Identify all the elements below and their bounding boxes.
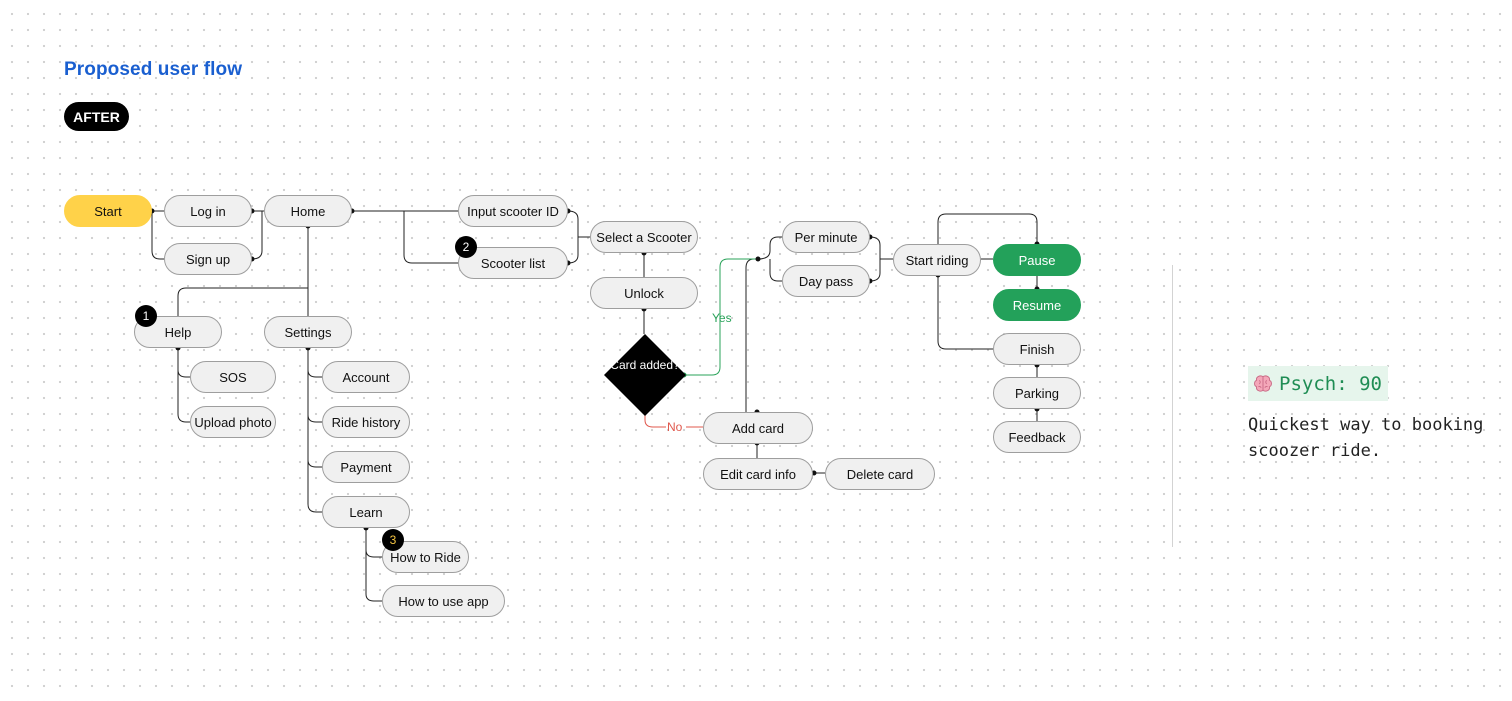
step-marker-3: 3 (382, 529, 404, 551)
note-description: Quickest way to booking scoozer ride. (1248, 415, 1484, 461)
brain-icon (1254, 374, 1272, 392)
node-pause[interactable]: Pause (993, 244, 1081, 276)
after-badge: AFTER (64, 102, 129, 131)
node-start[interactable]: Start (64, 195, 152, 227)
node-sos[interactable]: SOS (190, 361, 276, 393)
node-add-card[interactable]: Add card (703, 412, 813, 444)
section-divider (1172, 265, 1173, 547)
node-day-pass[interactable]: Day pass (782, 265, 870, 297)
node-select-a-scooter[interactable]: Select a Scooter (590, 221, 698, 253)
node-feedback[interactable]: Feedback (993, 421, 1081, 453)
node-learn[interactable]: Learn (322, 496, 410, 528)
node-parking[interactable]: Parking (993, 377, 1081, 409)
node-settings[interactable]: Settings (264, 316, 352, 348)
node-per-minute[interactable]: Per minute (782, 221, 870, 253)
step-marker-1: 1 (135, 305, 157, 327)
psych-score: Psych: 90 (1279, 372, 1382, 395)
psych-score-tag: Psych: 90 (1248, 366, 1388, 401)
edge-label-yes: Yes (712, 311, 732, 325)
node-finish[interactable]: Finish (993, 333, 1081, 365)
node-resume[interactable]: Resume (993, 289, 1081, 321)
node-unlock[interactable]: Unlock (590, 277, 698, 309)
node-start-riding[interactable]: Start riding (893, 244, 981, 276)
node-delete-card[interactable]: Delete card (825, 458, 935, 490)
node-sign-up[interactable]: Sign up (164, 243, 252, 275)
node-account[interactable]: Account (322, 361, 410, 393)
node-payment[interactable]: Payment (322, 451, 410, 483)
page-title: Proposed user flow (64, 59, 243, 80)
node-log-in[interactable]: Log in (164, 195, 252, 227)
decision-card-added[interactable]: Card added? (610, 358, 680, 372)
node-how-to-ride[interactable]: How to Ride (382, 541, 469, 573)
step-marker-2: 2 (455, 236, 477, 258)
node-scooter-list[interactable]: Scooter list (458, 247, 568, 279)
node-edit-card-info[interactable]: Edit card info (703, 458, 813, 490)
node-how-to-use-app[interactable]: How to use app (382, 585, 505, 617)
node-input-scooter-id[interactable]: Input scooter ID (458, 195, 568, 227)
node-ride-history[interactable]: Ride history (322, 406, 410, 438)
edge-label-no: No (667, 420, 683, 434)
node-home[interactable]: Home (264, 195, 352, 227)
node-upload-photo[interactable]: Upload photo (190, 406, 276, 438)
